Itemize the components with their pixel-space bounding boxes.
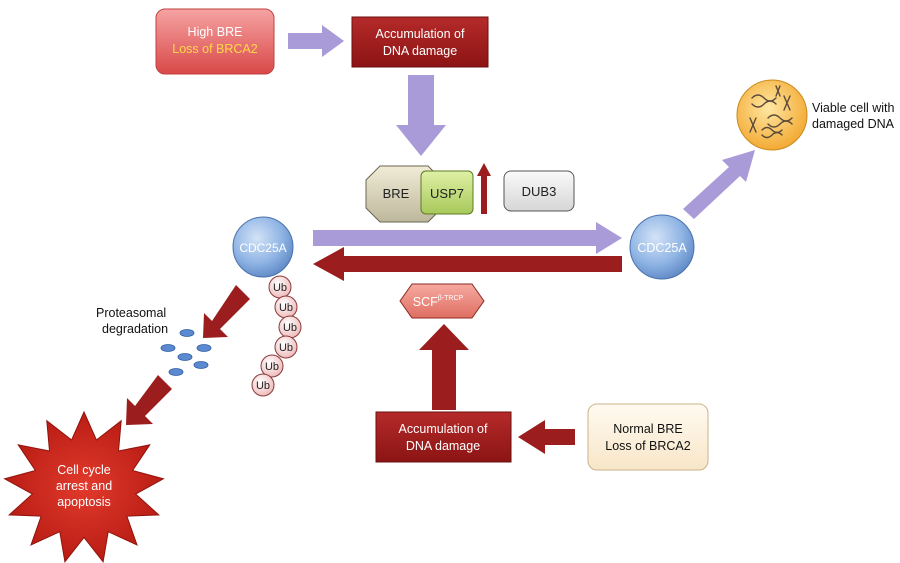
scf-label: SCF bbox=[413, 295, 438, 309]
dub3-box: DUB3 bbox=[503, 170, 575, 212]
arrow-stabilization-right bbox=[313, 222, 622, 254]
ubiquitin-label: Ub bbox=[265, 361, 279, 373]
ubiquitin-label: Ub bbox=[283, 322, 297, 334]
scf-btrcp-hexagon: SCFβ-TRCP bbox=[399, 283, 485, 319]
viable-line2: damaged DNA bbox=[812, 117, 895, 131]
dub3-label: DUB3 bbox=[522, 184, 557, 199]
apoptosis-starburst: Cell cycle arrest and apoptosis bbox=[3, 410, 165, 563]
bre-label: BRE bbox=[383, 186, 410, 201]
viable-line1: Viable cell with bbox=[812, 101, 895, 115]
arrow-to-viable-cell bbox=[683, 150, 755, 219]
normal-bre-line2: Loss of BRCA2 bbox=[605, 439, 691, 453]
arrow-high-bre-to-damage bbox=[288, 25, 344, 57]
cdc25a-right: CDC25A bbox=[629, 214, 695, 280]
ubiquitin-label: Ub bbox=[256, 380, 270, 392]
usp7-label: USP7 bbox=[430, 186, 464, 201]
bottom-damage-line1: Accumulation of bbox=[399, 422, 488, 436]
arrow-damage-to-complex bbox=[396, 75, 446, 156]
outcome-line3: apoptosis bbox=[57, 495, 111, 509]
normal-bre-line1: Normal BRE bbox=[613, 422, 682, 436]
ubiquitin-bead bbox=[274, 335, 298, 359]
arrow-normal-to-damage bbox=[518, 420, 575, 454]
arrow-damage-to-scf bbox=[419, 324, 469, 410]
proteasomal-line2: degradation bbox=[102, 322, 168, 336]
bottom-damage-line2: DNA damage bbox=[406, 439, 480, 453]
svg-text:SCFβ-TRCP: SCFβ-TRCP bbox=[413, 295, 464, 309]
scf-superscript: β-TRCP bbox=[438, 295, 464, 302]
top-damage-line2: DNA damage bbox=[383, 44, 457, 58]
ubiquitin-label: Ub bbox=[273, 282, 287, 294]
cdc25a-right-label: CDC25A bbox=[637, 241, 687, 255]
arrow-to-apoptosis bbox=[126, 375, 172, 425]
outcome-line2: arrest and bbox=[56, 479, 112, 493]
proteasomal-line1: Proteasomal bbox=[96, 306, 166, 320]
arrow-cdc25a-to-proteasome bbox=[203, 285, 250, 338]
dna-strands-icon bbox=[749, 85, 793, 139]
ubiquitin-bead bbox=[260, 354, 284, 378]
viable-cell-nucleus bbox=[736, 79, 808, 151]
arrow-degradation-left bbox=[313, 247, 622, 281]
top-damage-line1: Accumulation of bbox=[376, 27, 465, 41]
loss-brca2-label-top: Loss of BRCA2 bbox=[172, 42, 258, 56]
usp7-box bbox=[420, 170, 474, 215]
ubiquitin-bead bbox=[251, 373, 275, 397]
high-bre-label: High BRE bbox=[188, 25, 243, 39]
ubiquitin-label: Ub bbox=[279, 342, 293, 354]
normal-bre-box: Normal BRE Loss of BRCA2 bbox=[587, 403, 709, 471]
cdc25a-left: CDC25A bbox=[232, 216, 294, 278]
increase-up-arrow bbox=[477, 163, 491, 214]
top-dna-damage-box: Accumulation of DNA damage bbox=[351, 16, 489, 68]
bre-usp7-complex: BRE USP7 bbox=[365, 165, 474, 223]
bottom-dna-damage-box: Accumulation of DNA damage bbox=[375, 411, 512, 463]
degraded-fragments bbox=[160, 329, 212, 376]
cdc25a-left-label: CDC25A bbox=[239, 241, 286, 255]
high-bre-box: High BRE Loss of BRCA2 bbox=[155, 8, 275, 75]
outcome-line1: Cell cycle bbox=[57, 463, 111, 477]
ubiquitin-label: Ub bbox=[279, 302, 293, 314]
